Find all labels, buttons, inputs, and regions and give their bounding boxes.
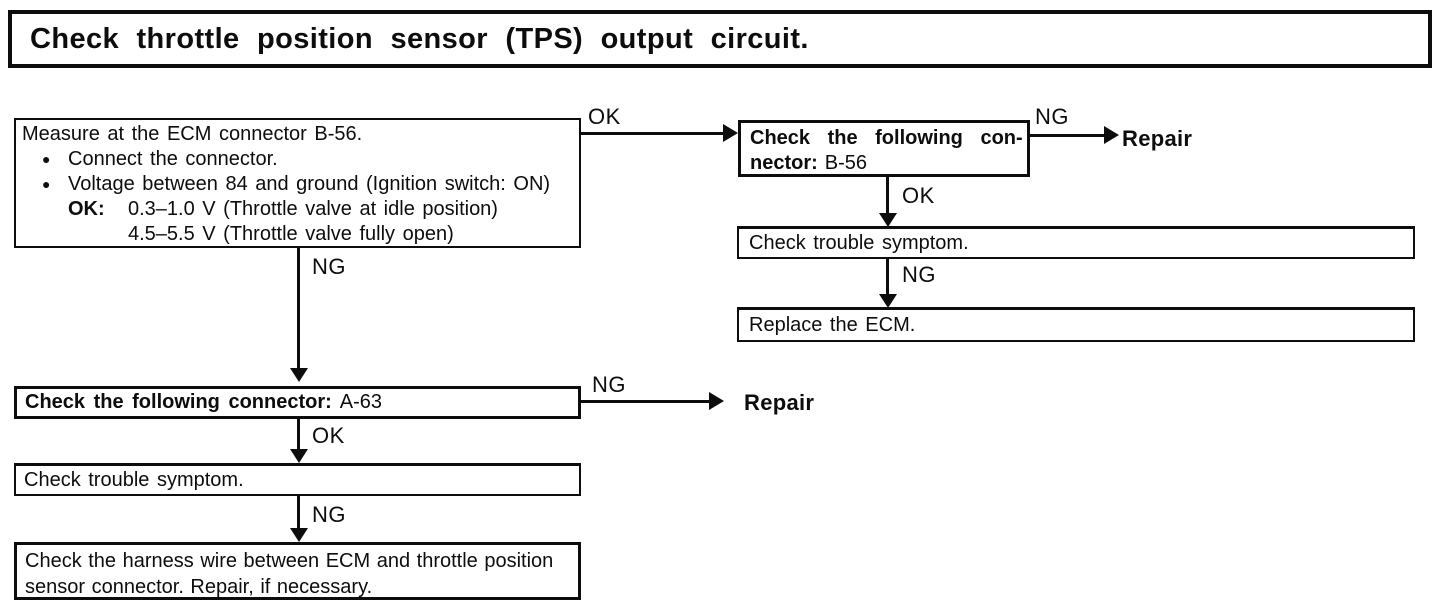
b56-line2-label: nector: [750,152,818,174]
title-box: Check throttle position sensor (TPS) out… [8,10,1432,68]
edge-label-ng-mid: NG [592,372,626,397]
bullet-icon: ● [42,151,51,167]
measure-bullet-1: ● Connect the connector. [22,147,573,172]
measure-ok-spec-open: 4.5–5.5 V (Throttle valve fully open) [128,223,454,245]
terminal-repair-top: Repair [1122,126,1193,151]
node-replace-ecm: Replace the ECM. [737,307,1415,342]
measure-bullet-2-text: Voltage between 84 and ground (Ignition … [68,173,551,195]
edge-line-ng-mid [581,400,711,403]
ok-spec-idle-text: 0.3–1.0 V (Throttle valve at idle positi… [128,198,498,220]
bullet-icon: ● [42,176,51,192]
edge-line-ng-left [297,248,300,370]
edge-label-ok-right: OK [902,183,935,208]
edge-label-ok-mid: OK [312,423,345,448]
arrow-down-icon [879,294,897,308]
node-check-trouble-symptom-left: Check trouble symptom. [14,463,581,496]
node-measure-ecm-b56: Measure at the ECM connector B-56. ● Conn… [14,118,581,248]
edge-label-ng-right: NG [902,262,936,287]
measure-bullet-1-text: Connect the connector. [68,148,278,170]
a63-label: Check the following connector: [25,391,332,413]
measure-bullet-2: ● Voltage between 84 and ground (Ignition… [22,172,573,197]
node-check-connector-a63: Check the following connector: A-63 [14,386,581,419]
b56-line2: nector: B-56 [750,151,1018,176]
node-check-trouble-symptom-right: Check trouble symptom. [737,226,1415,259]
edge-label-ng-left: NG [312,254,346,279]
edge-line-ok-right [886,177,889,215]
edge-line-ok-mid [297,419,300,451]
terminal-repair-mid: Repair [744,390,815,415]
b56-line1: Check the following con- [750,127,1023,149]
node-check-harness-wire: Check the harness wire between ECM and t… [14,542,581,600]
arrow-down-icon [879,213,897,227]
a63-value: A-63 [339,391,383,413]
edge-line-ng-bottom [297,496,300,529]
edge-line-ng-top [1030,134,1106,137]
edge-label-ng-bottom: NG [312,502,346,527]
arrow-down-icon [290,368,308,382]
edge-label-ng-top: NG [1035,104,1069,129]
ok-spec-label: OK: [68,198,105,220]
edge-line-ok-top [581,132,725,135]
edge-label-ok-top: OK [588,104,621,129]
node-check-connector-b56: Check the following con- nector: B-56 [738,120,1030,177]
arrow-right-icon [1104,126,1119,144]
arrow-right-icon [709,392,724,410]
page-title: Check throttle position sensor (TPS) out… [30,22,809,55]
b56-value: B-56 [824,152,868,174]
measure-heading: Measure at the ECM connector B-56. [22,123,363,145]
edge-line-ng-right [886,259,889,296]
measure-ok-spec-idle: OK: 0.3–1.0 V (Throttle valve at idle pos… [22,197,573,222]
arrow-down-icon [290,449,308,463]
arrow-down-icon [290,528,308,542]
arrow-right-icon [723,124,738,142]
